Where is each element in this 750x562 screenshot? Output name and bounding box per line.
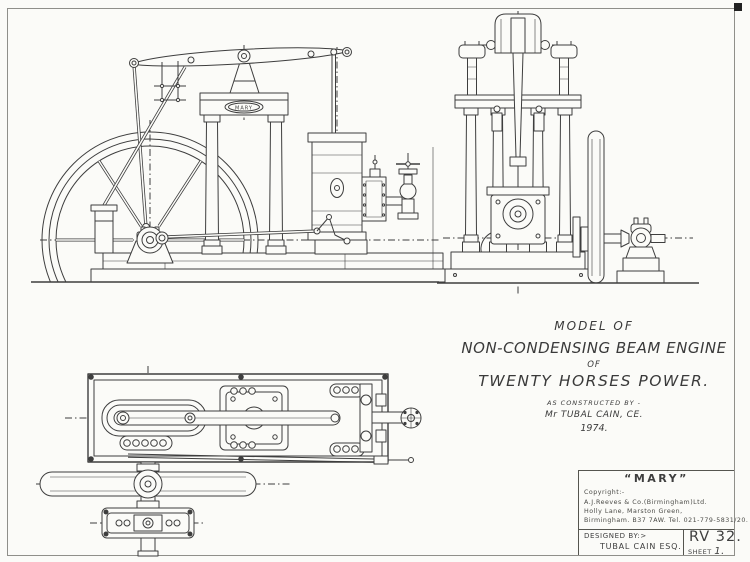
beam-plan: [101, 399, 341, 437]
title-block-top-rule: [578, 470, 734, 471]
outboard-pedestal-plan: [101, 507, 195, 557]
copyright-label: Copyright:-: [584, 489, 625, 496]
title-note: MODEL OF NON-CONDENSING BEAM ENGINE OF T…: [458, 319, 730, 434]
note-of: OF: [587, 360, 601, 370]
air-pump: [90, 66, 187, 254]
crankshaft: [572, 216, 666, 258]
piston-rod-and-crosshead: [491, 52, 545, 191]
columns: [201, 114, 287, 255]
side-elevation-drawing: MARY: [31, 45, 448, 283]
note-engine-type: NON-CONDENSING BEAM ENGINE: [461, 339, 727, 357]
plan-view-drawing: [36, 366, 422, 557]
note-year: 1974.: [580, 423, 608, 434]
outboard-bearing: [616, 217, 665, 284]
sheet-number: 1.: [714, 546, 725, 557]
walking-beam: [129, 47, 352, 68]
sheet-number-row: SHEET 1.: [688, 546, 725, 557]
company-name: A.J.Reeves & Co.(Birmingham)Ltd.: [584, 499, 708, 506]
drawing-number: RV 32.: [689, 529, 742, 545]
address-line-2: Birmingham. B37 7AW. Tel. 021-779-5831/2…: [584, 517, 749, 524]
note-constructed-by: AS CONSTRUCTED BY -: [547, 399, 641, 407]
title-block-divider-rule: [578, 529, 734, 530]
crankshaft-plan: [359, 383, 422, 453]
sheet-border: [7, 8, 735, 556]
parallel-motion: [154, 61, 186, 103]
cylinder: [307, 132, 368, 255]
designer-name: TUBAL CAIN ESQ.: [600, 542, 682, 551]
address-line-1: Holly Lane, Marston Green,: [584, 508, 683, 515]
designed-by-label: DESIGNED BY:>: [584, 532, 647, 540]
title-block-left-rule: [578, 470, 579, 555]
title-block-engine-name: “MARY”: [624, 472, 689, 485]
eccentric-and-valve-gear: [155, 214, 351, 245]
cylinder: [480, 186, 550, 260]
sheet-label: SHEET: [688, 548, 712, 556]
piston-rod: [330, 48, 338, 133]
note-model-of: MODEL OF: [554, 319, 634, 333]
flywheel-plan: [39, 461, 257, 539]
beam-fork: [458, 13, 578, 96]
flywheel-edge: [587, 130, 605, 284]
corner-registration-mark: [734, 3, 742, 11]
note-power: TWENTY HORSES POWER.: [478, 372, 710, 390]
end-elevation-drawing: [437, 11, 699, 295]
drawing-number-box-rule: [683, 529, 684, 555]
stop-valve: [396, 153, 420, 220]
steam-chest: [361, 155, 403, 222]
note-builder: Mr TUBAL CAIN, CE.: [545, 410, 643, 420]
main-bearing-pedestal: [126, 226, 174, 264]
engine-base: [444, 251, 592, 284]
entablature: MARY: [199, 92, 289, 116]
engine-nameplate: MARY: [235, 105, 253, 111]
valve-rod-plan: [127, 453, 414, 465]
